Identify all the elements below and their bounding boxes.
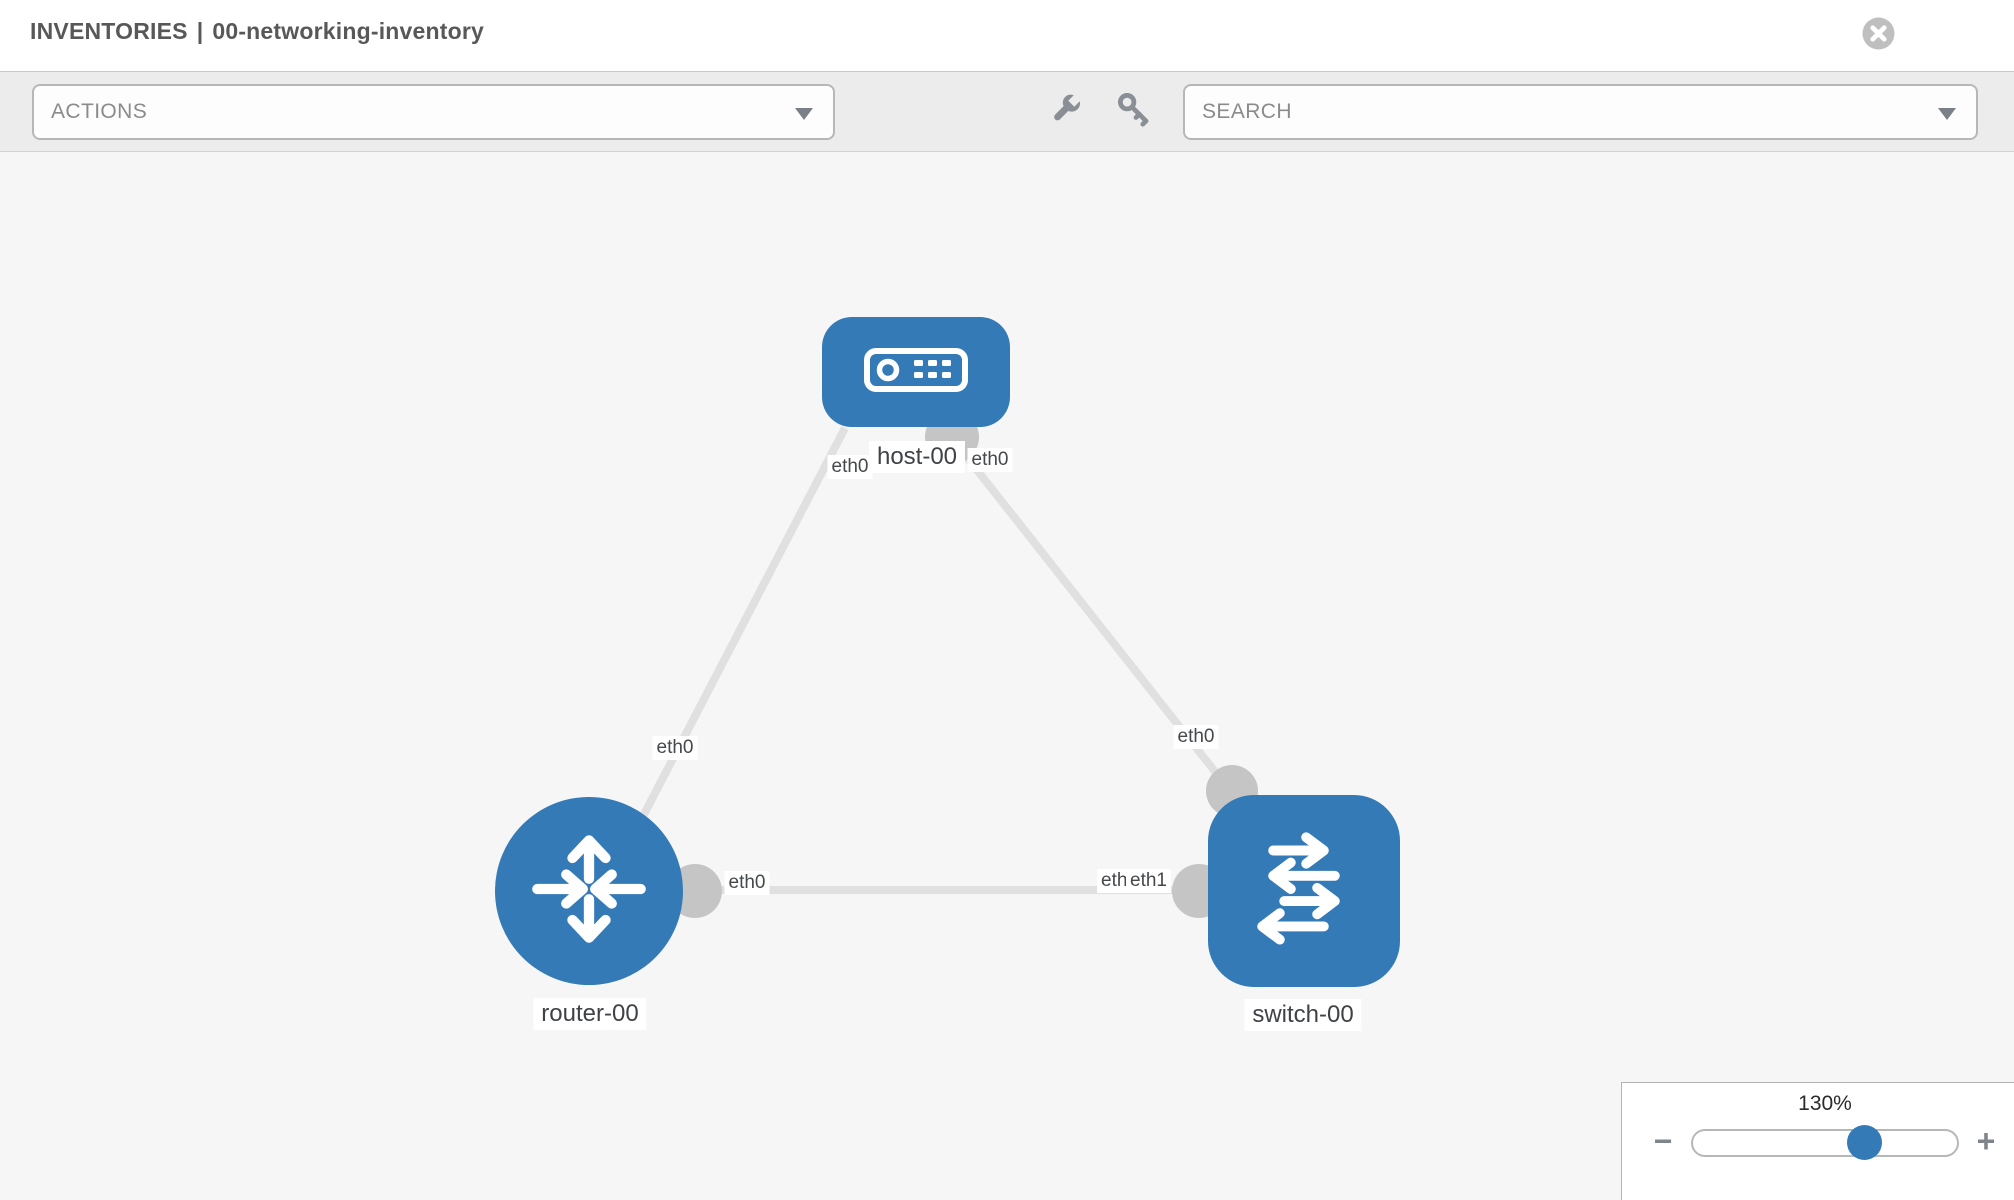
title-section: INVENTORIES: [30, 18, 188, 44]
host-server-icon: [864, 347, 968, 397]
zoom-slider-track[interactable]: [1691, 1125, 1959, 1160]
zoom-control-panel: 130% − +: [1621, 1082, 2014, 1200]
close-icon: [1862, 17, 1895, 53]
node-label-router: router-00: [533, 998, 647, 1030]
toolbar: ACTIONS: [0, 71, 2014, 152]
interface-label-switch-eth0-top: eth0: [1173, 725, 1219, 749]
topology-edges-layer: [636, 410, 1258, 918]
router-arrows-icon: [527, 827, 651, 956]
zoom-in-button[interactable]: +: [1964, 1119, 2008, 1163]
header: INVENTORIES | 00-networking-inventory: [0, 0, 2014, 71]
node-label-switch: switch-00: [1244, 999, 1362, 1031]
search-input[interactable]: SEARCH: [1183, 84, 1978, 140]
credentials-button[interactable]: [1108, 84, 1160, 136]
chevron-down-icon: [795, 108, 813, 120]
topology-canvas[interactable]: host-00 router-00 switch-00 eth0 eth0 et…: [0, 152, 2014, 1200]
switch-arrows-icon: [1238, 823, 1370, 960]
title-inventory-name: 00-networking-inventory: [212, 18, 485, 44]
close-button[interactable]: [1862, 17, 1895, 50]
interface-label-router-eth0-right: eth0: [724, 871, 770, 895]
page-title: INVENTORIES | 00-networking-inventory: [30, 18, 484, 45]
actions-dropdown-label: ACTIONS: [51, 100, 148, 123]
node-host-00[interactable]: [822, 317, 1010, 427]
key-icon: [1114, 89, 1154, 132]
actions-dropdown[interactable]: ACTIONS: [32, 84, 835, 140]
configure-tools-button[interactable]: [1040, 84, 1092, 136]
zoom-out-button[interactable]: −: [1641, 1119, 1685, 1163]
node-switch-00[interactable]: [1208, 795, 1400, 987]
search-placeholder: SEARCH: [1202, 100, 1292, 123]
node-router-00[interactable]: [495, 797, 683, 985]
interface-label-switch-overlap: eth0eth1: [1097, 869, 1171, 893]
link-host-router[interactable]: [636, 426, 849, 824]
chevron-down-icon: [1938, 108, 1956, 120]
interface-label-host-eth0-right: eth0: [967, 448, 1013, 472]
node-label-host: host-00: [868, 441, 966, 473]
interface-label-host-eth0-left: eth0: [827, 455, 873, 479]
interface-label-router-eth0-top: eth0: [652, 736, 698, 760]
title-separator: |: [196, 18, 204, 44]
wrench-icon: [1046, 89, 1086, 132]
zoom-slider-handle[interactable]: [1847, 1125, 1882, 1160]
interface-label-switch-eth1: eth1: [1126, 869, 1171, 893]
zoom-level-value: 130%: [1798, 1092, 1852, 1115]
